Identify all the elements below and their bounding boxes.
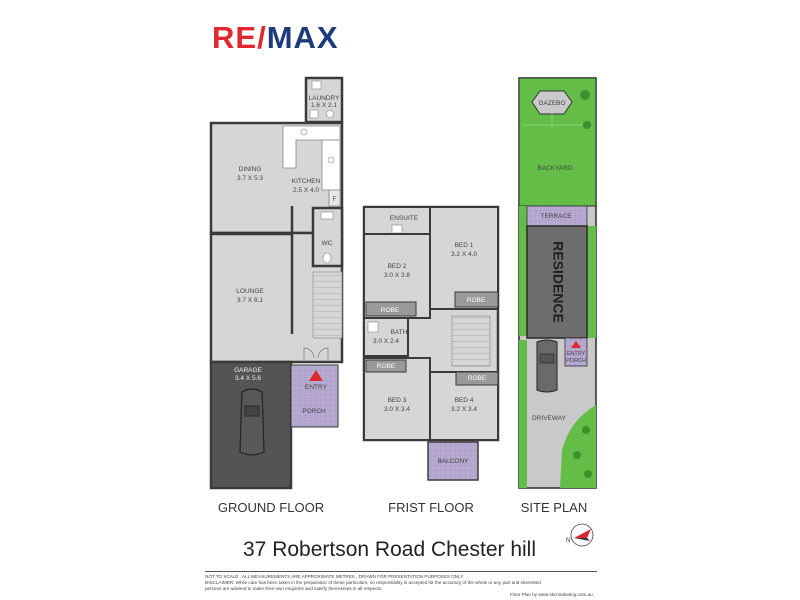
laundry-label: LAUNDRY <box>309 95 341 102</box>
kitchen-dims: 2.5 X 4.0 <box>293 187 319 194</box>
ensuite-vanity <box>391 224 403 234</box>
compass-icon <box>570 523 594 547</box>
driveway-label: DRIVEWAY <box>532 415 567 422</box>
entry-door-swing <box>303 347 329 362</box>
wc-basin <box>320 211 334 220</box>
garage-dims: 3.4 X 5.6 <box>235 375 261 382</box>
property-address: 37 Robertson Road Chester hill <box>243 538 536 561</box>
ground-floor-caption: GROUND FLOOR <box>217 500 325 515</box>
dining-dims: 3.7 X 5.3 <box>237 175 263 182</box>
disclaimer-line-2: DISCLAIMER: While care has been taken in… <box>205 580 541 585</box>
first-floor-stairs <box>451 315 491 367</box>
bed1-label: BED 1 <box>455 242 474 249</box>
garden-tree-icon <box>580 90 590 100</box>
site-plan: GAZEBO BACKYARD TERRACE RESIDENCE ENTRY … <box>518 77 597 489</box>
residence-building <box>526 225 588 339</box>
front-shrub-icon-1 <box>582 426 590 434</box>
bath-tub <box>367 321 379 333</box>
balcony-area <box>427 441 479 481</box>
disclaimer-line-3: persons are advised to make their own en… <box>205 586 383 591</box>
wc-toilet <box>322 252 332 264</box>
lounge-label: LOUNGE <box>236 288 264 295</box>
ground-floor-plan: F LAUNDRY 1.6 X 2.1 DINING 3.7 X 5.3 KIT… <box>209 76 344 490</box>
front-garden <box>560 405 596 488</box>
site-entry-label: ENTRY <box>567 351 586 357</box>
compass-north-label: N <box>566 538 570 544</box>
remax-logo: RE/MAX <box>212 22 348 54</box>
gazebo-structure <box>531 90 573 115</box>
bed4-label: BED 4 <box>455 397 474 404</box>
dining-label: DINING <box>239 166 262 173</box>
sink-icon <box>327 156 335 164</box>
bed2-dims: 3.0 X 3.8 <box>384 272 410 279</box>
first-floor-caption: FRIST FLOOR <box>388 500 474 515</box>
gazebo-path <box>522 114 582 128</box>
robe-bed4-label: ROBE <box>468 375 487 382</box>
porch-label: PORCH <box>302 408 326 415</box>
logo-slash: / <box>257 20 267 55</box>
bed3-label: BED 3 <box>388 397 407 404</box>
garage-car-icon <box>239 388 265 456</box>
kitchen-label: KITCHEN <box>292 178 321 185</box>
first-floor-plan: ENSUITE BED 1 3.2 X 4.0 BED 2 3.0 X 3.8 … <box>362 205 500 481</box>
disclaimer-line-1: NOT TO SCALE , ALL MEASUREMENTS ARE APPR… <box>205 574 464 579</box>
garage-car-windshield <box>244 405 260 417</box>
site-porch <box>564 337 588 367</box>
site-plan-caption: SITE PLAN <box>520 500 588 515</box>
site-car-windshield <box>539 353 555 364</box>
entry-label: ENTRY <box>305 384 328 391</box>
backyard-label: BACKYARD <box>537 165 573 172</box>
fridge-label: F <box>333 196 337 203</box>
lounge-dims: 3.7 X 6.1 <box>237 297 263 304</box>
site-entry-arrow-icon <box>571 341 581 348</box>
ensuite-label: ENSUITE <box>390 215 419 222</box>
side-garden-right <box>587 226 596 338</box>
front-garden-left <box>519 340 527 488</box>
wc-label: WC <box>322 240 333 247</box>
gazebo-label: GAZEBO <box>538 100 565 107</box>
laundry-sink <box>326 110 334 118</box>
bed2-robe <box>365 301 417 317</box>
robe-bed1-label: ROBE <box>467 297 486 304</box>
front-shrub-icon-3 <box>584 470 592 478</box>
site-car-icon <box>536 339 558 393</box>
robe-bed3-label: ROBE <box>377 363 396 370</box>
ground-stairs <box>312 271 343 339</box>
laundry-tub <box>311 80 322 90</box>
laundry-fixture <box>309 109 319 119</box>
balcony-label: BALCONY <box>437 458 469 465</box>
residence-label: RESIDENCE <box>550 241 566 323</box>
garage-label: GARAGE <box>234 367 262 374</box>
bed1-robe <box>454 291 499 308</box>
bed2-label: BED 2 <box>388 263 407 270</box>
fridge-space <box>328 189 341 207</box>
front-shrub-icon-2 <box>573 451 581 459</box>
bed3-dims: 3.0 X 3.4 <box>384 406 410 413</box>
bed3-robe <box>365 359 407 373</box>
terrace-label: TERRACE <box>540 213 572 220</box>
bed1-dims: 3.2 X 4.0 <box>451 251 477 258</box>
logo-text-right: MAX <box>266 20 339 55</box>
kitchen-counter <box>282 125 341 169</box>
laundry-dims: 1.6 X 2.1 <box>311 102 337 109</box>
bath-dims: 3.0 X 2.4 <box>373 338 399 345</box>
bed4-dims: 3.2 X 3.4 <box>451 406 477 413</box>
kitchen-island <box>321 139 341 191</box>
site-porch-label: PORCH <box>566 358 586 364</box>
cooktop-icon <box>300 128 308 136</box>
bed4-robe <box>455 371 499 386</box>
entry-arrow-icon <box>309 370 323 381</box>
robe-bed2-label: ROBE <box>381 307 400 314</box>
garden-shrub-icon <box>583 121 591 129</box>
bath-label: BATH <box>391 329 408 336</box>
side-garden-left <box>519 206 527 336</box>
divider-top <box>205 571 597 572</box>
floor-plan-credit: Floor Plan by www.skcmarketing.com.au <box>510 592 593 597</box>
logo-text-left: RE <box>212 20 258 55</box>
